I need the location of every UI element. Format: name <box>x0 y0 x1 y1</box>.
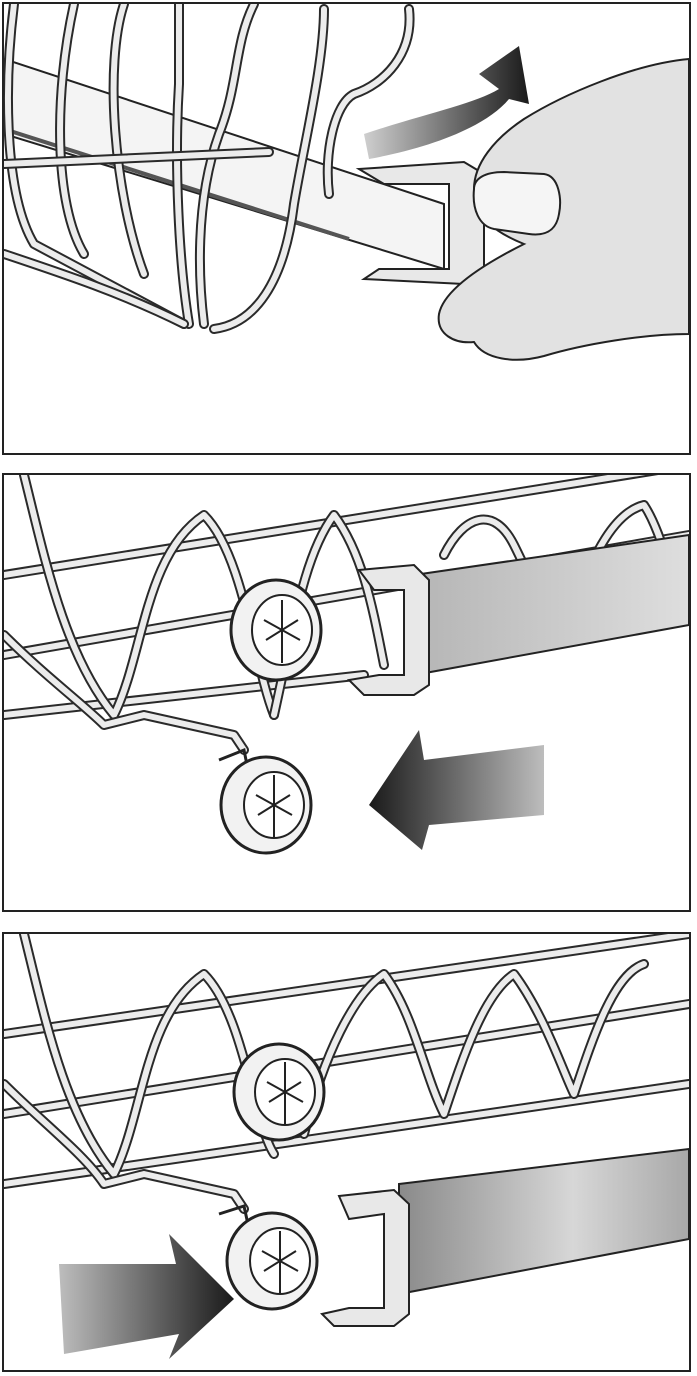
arrow-right-icon <box>59 1234 234 1359</box>
wheel-icon <box>229 578 323 682</box>
step-3-illustration <box>4 934 689 1359</box>
wheel-icon <box>218 747 313 855</box>
rail <box>398 1147 689 1296</box>
step-2-illustration <box>4 475 689 855</box>
wheel-icon <box>218 1204 319 1311</box>
clip <box>320 1188 410 1327</box>
clip <box>346 563 430 696</box>
panel-step-3 <box>2 932 691 1372</box>
rack-wire-frame <box>4 934 689 1214</box>
step-1-illustration <box>4 4 689 361</box>
rack-wire-frame <box>4 4 445 334</box>
panel-step-2 <box>2 473 691 912</box>
arrow-curved-icon <box>364 46 529 159</box>
arrow-left-icon <box>369 730 544 850</box>
panel-step-1 <box>2 2 691 455</box>
rail <box>413 533 689 677</box>
hand-icon <box>437 57 689 361</box>
wheel-icon <box>232 1042 326 1142</box>
